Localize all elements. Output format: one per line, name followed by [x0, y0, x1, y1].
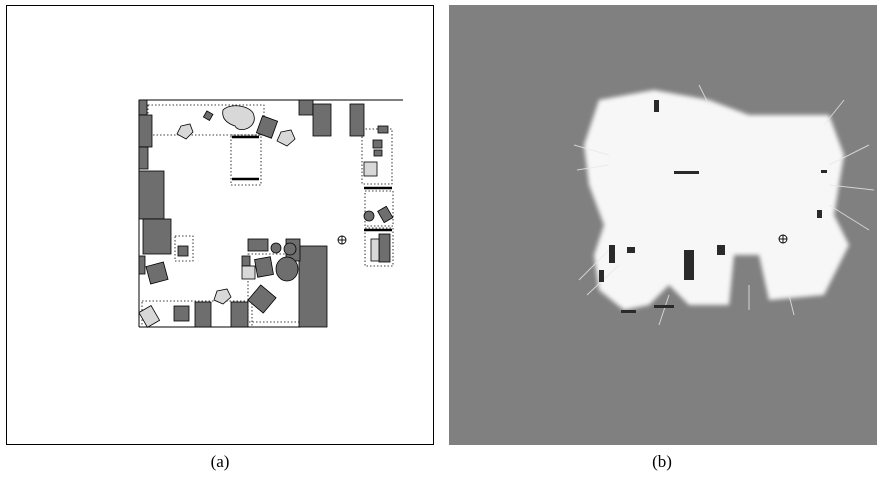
obstacles [138, 99, 394, 328]
robot-position-icon [337, 235, 347, 245]
thick-bars [232, 135, 392, 232]
simulated-environment-panel [6, 5, 434, 445]
free-space [584, 90, 849, 310]
floor-plan [138, 99, 403, 328]
light-obstacles [138, 105, 380, 328]
caption-b: (b) [652, 452, 672, 471]
occupancy-map [573, 84, 875, 326]
caption-a: (a) [210, 452, 230, 471]
occupied-cells [599, 100, 827, 313]
occupancy-grid-panel [449, 5, 877, 445]
scan-rays [573, 84, 875, 326]
robot-position-icon [778, 234, 788, 244]
